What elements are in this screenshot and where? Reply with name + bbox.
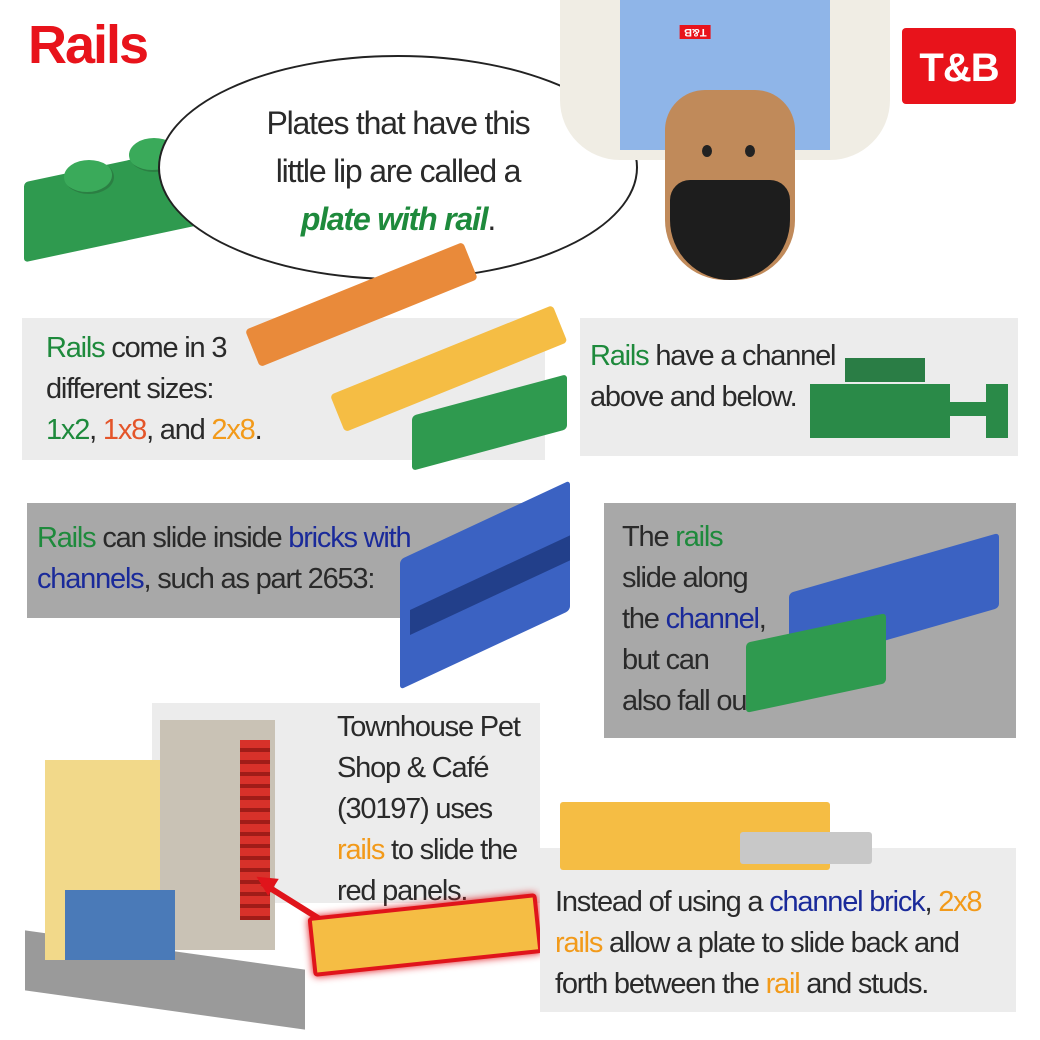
word-rails: rails	[675, 521, 723, 553]
panel-rail-sizes: Rails come in 3 different sizes: 1x2, 1x…	[22, 318, 545, 460]
speech-bubble: Plates that have this little lip are cal…	[158, 55, 638, 280]
word-rails: Rails	[37, 522, 97, 554]
text: to slide the	[384, 834, 518, 866]
size-1x8: 1x8	[102, 414, 147, 446]
panel-rail-channel: Rails have a channel above and below.	[580, 318, 1018, 456]
text: have a channel	[648, 340, 836, 372]
text: but can	[622, 644, 710, 676]
torso-logo: T&B	[680, 25, 711, 39]
panel-plate-slide: Instead of using a channel brick, 2x8 ra…	[540, 848, 1016, 1012]
term-channel-brick: channel brick	[769, 886, 925, 918]
text: ,	[758, 603, 767, 635]
text: allow a plate to slide back and	[602, 927, 960, 959]
text: ,	[89, 414, 103, 446]
text: .	[254, 414, 263, 446]
term-channel: channel	[665, 603, 760, 635]
word-rails: rails	[337, 834, 385, 866]
panel-rail-slide: The rails slide along the channel, but c…	[604, 503, 1016, 738]
text: slide along	[622, 562, 749, 594]
green-plate-image	[746, 613, 886, 713]
text: come in 3	[104, 332, 227, 364]
text: can slide inside	[95, 522, 289, 554]
text: , and	[146, 414, 212, 446]
bubble-end: .	[487, 201, 496, 237]
text: The	[622, 521, 676, 553]
text: and studs.	[799, 968, 929, 1000]
bubble-line1: Plates that have this	[266, 105, 531, 141]
term-channels: channels	[37, 563, 145, 595]
text: different sizes:	[46, 373, 214, 405]
page-title: Rails	[28, 15, 149, 75]
tb-logo: T&B	[902, 28, 1016, 104]
text: (30197) uses	[337, 793, 493, 825]
text: ,	[924, 886, 939, 918]
townhouse-set-image	[25, 700, 305, 1030]
text: Instead of using a	[555, 886, 770, 918]
word-rails: Rails	[46, 332, 106, 364]
word-rail: rail	[765, 968, 801, 1000]
text: forth between the	[555, 968, 766, 1000]
gray-plate-image	[740, 832, 872, 864]
text: , such as part 2653:	[143, 563, 376, 595]
text: the	[622, 603, 666, 635]
size-1x2: 1x2	[46, 414, 90, 446]
text: also fall out.	[622, 685, 761, 717]
word-rails: rails	[555, 927, 603, 959]
term-bricks-with: bricks with	[288, 522, 411, 554]
text: Townhouse Pet	[337, 711, 521, 743]
size-2x8: 2x8	[938, 886, 982, 918]
text: Shop & Café	[337, 752, 489, 784]
minifigure-image: T&B	[560, 0, 890, 290]
size-2x8: 2x8	[211, 414, 255, 446]
text: above and below.	[590, 381, 798, 413]
word-rails: Rails	[590, 340, 650, 372]
bubble-term: plate with rail	[300, 201, 489, 237]
bubble-line2: little lip are called a	[275, 153, 522, 189]
tb-logo-text: T&B	[919, 46, 999, 90]
